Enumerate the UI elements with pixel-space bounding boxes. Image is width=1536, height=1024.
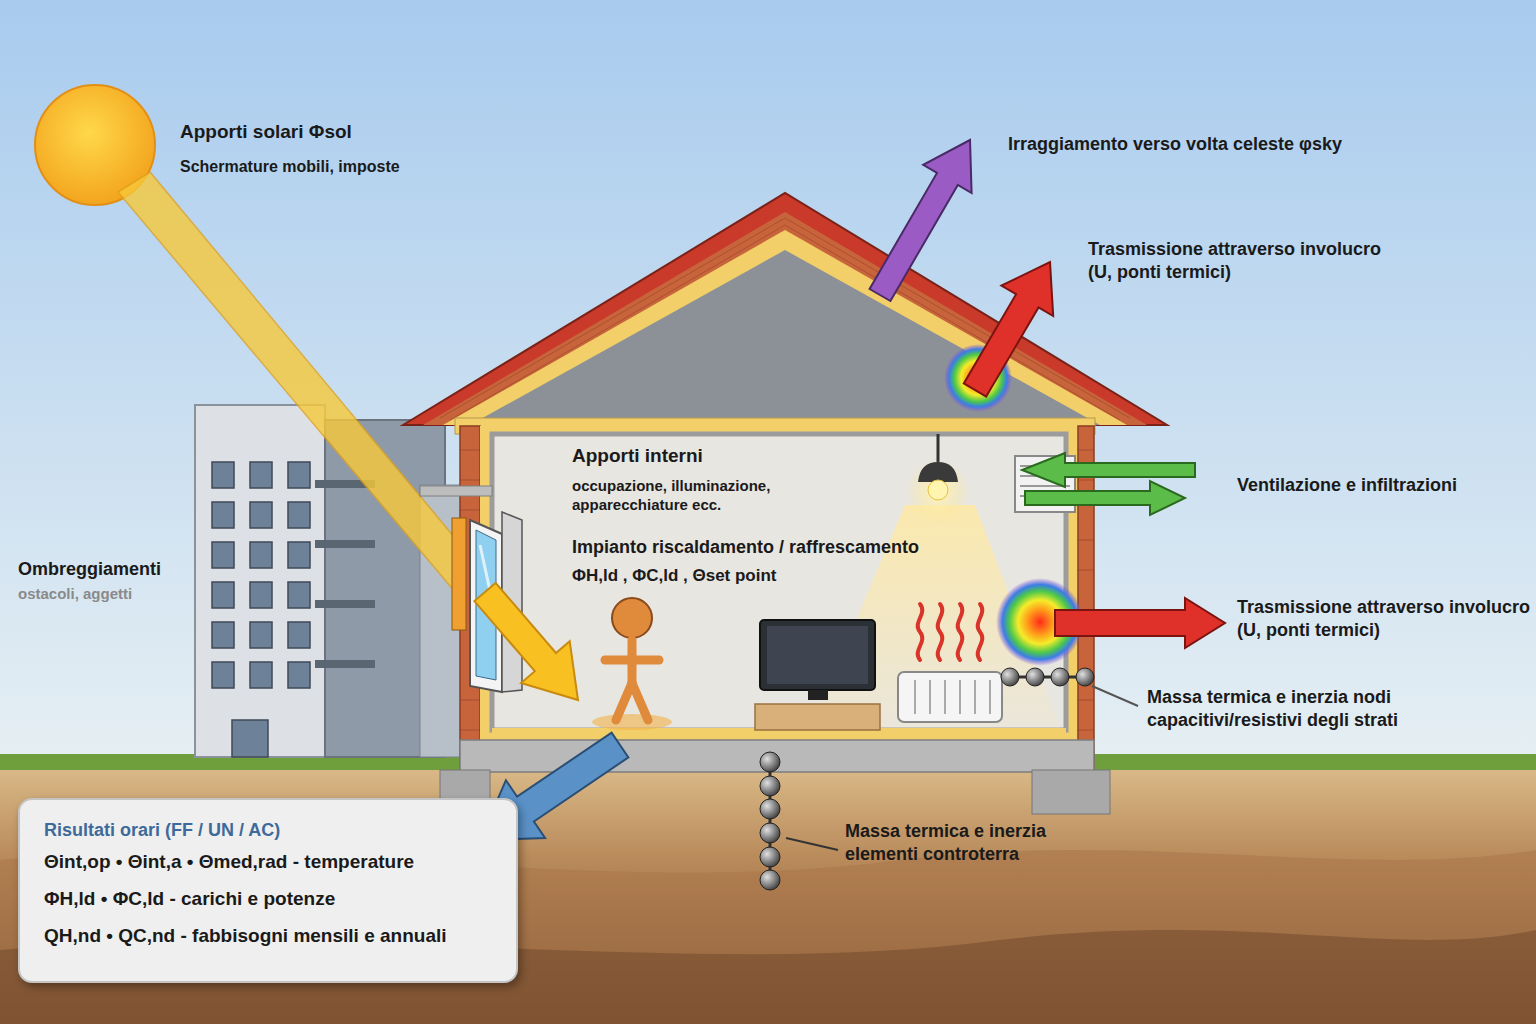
sub-label: Schermature mobili, imposte <box>180 157 480 177</box>
note-label: Massa termica e inerzia nodi capacitivi/… <box>1147 686 1517 731</box>
sub-label: occupazione, illuminazione, apparecchiat… <box>572 477 842 515</box>
heading-label: Ventilazione e infiltrazioni <box>1237 474 1527 497</box>
box-title: Risultati orari (FF / UN / AC) <box>44 820 494 841</box>
results-box: Risultati orari (FF / UN / AC) Θint,op • … <box>18 798 518 983</box>
heading-label: Trasmissione attraverso involucro (U, po… <box>1088 238 1388 283</box>
result-line: Θint,op • Θint,a • Θmed,rad - temperatur… <box>44 851 494 873</box>
result-line: QH,nd • QC,nd - fabbisogni mensili e ann… <box>44 925 494 947</box>
sub-label: ostacoli, aggetti <box>18 585 218 604</box>
formula-label: ΦH,ld , ΦC,ld , Θset point <box>572 565 872 586</box>
heading-label: Impianto riscaldamento / raffrescamento <box>572 536 1002 559</box>
heading-label: Apporti interni <box>572 444 872 468</box>
heading-label: Ombreggiamenti <box>18 558 218 581</box>
note-label: Massa termica e inerzia elementi controt… <box>845 820 1105 865</box>
heading-label: Trasmissione attraverso involucro (U, po… <box>1237 596 1536 641</box>
result-line: ΦH,ld • ΦC,ld - carichi e potenze <box>44 888 494 910</box>
heading-label: Irraggiamento verso volta celeste φsky <box>1008 133 1428 156</box>
heading-label: Apporti solari Φsol <box>180 120 520 144</box>
